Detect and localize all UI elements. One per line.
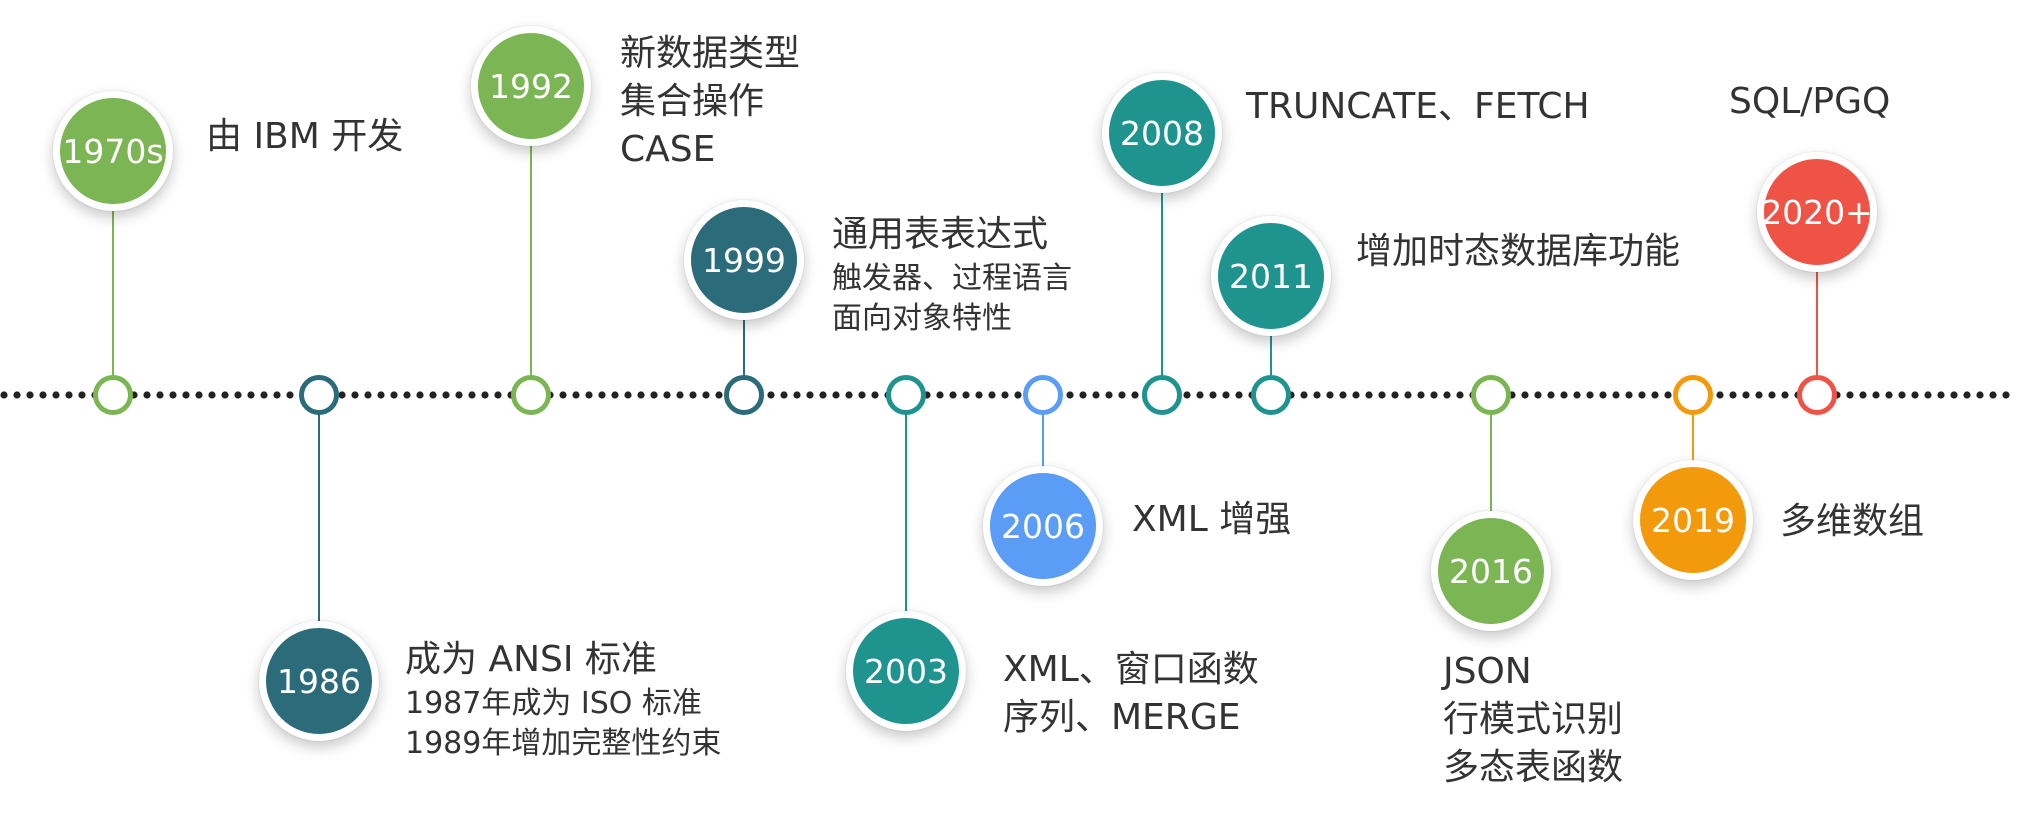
description-line: XML、窗口函数 <box>1003 649 1259 690</box>
event-description-2016: JSON 行模式识别多态表函数 <box>1443 648 1623 792</box>
year-label: 2003 <box>864 651 948 691</box>
description-line: SQL/PGQ <box>1729 81 1891 122</box>
year-bubble-1970s: 1970s <box>53 91 173 211</box>
description-line: 新数据类型 <box>620 33 801 74</box>
description-line: 集合操作 <box>620 81 765 122</box>
description-line: 序列、MERGE <box>1003 697 1241 738</box>
year-label: 2016 <box>1449 551 1533 591</box>
year-label: 1970s <box>62 131 164 171</box>
description-line: 由 IBM 开发 <box>206 116 404 157</box>
description-line: 多维数组 <box>1780 501 1925 542</box>
description-line: JSON <box>1443 651 1532 692</box>
axis-marker-2008 <box>1142 375 1182 415</box>
axis-marker-2016 <box>1471 375 1511 415</box>
axis-marker-1986 <box>299 375 339 415</box>
year-label: 1999 <box>702 240 786 280</box>
year-bubble-2006: 2006 <box>983 466 1103 586</box>
event-description-1999: 通用表表达式触发器、过程语言面向对象特性 <box>832 211 1072 339</box>
description-line: 触发器、过程语言 <box>832 261 1072 296</box>
year-label: 2011 <box>1229 256 1313 296</box>
description-line: 成为 ANSI 标准 <box>405 639 657 680</box>
year-label: 2019 <box>1651 500 1735 540</box>
year-label: 1986 <box>277 661 361 701</box>
year-label: 2008 <box>1120 113 1204 153</box>
event-description-1970s: 由 IBM 开发 <box>206 113 403 161</box>
axis-marker-1992 <box>511 375 551 415</box>
axis-marker-2011 <box>1251 375 1291 415</box>
event-description-2006: XML 增强 <box>1132 496 1291 544</box>
year-bubble-1986: 1986 <box>259 621 379 741</box>
axis-marker-1999 <box>724 375 764 415</box>
description-line: XML 增强 <box>1132 499 1292 540</box>
axis-marker-1970s <box>93 375 133 415</box>
description-line: 1989年增加完整性约束 <box>405 726 722 761</box>
year-bubble-1992: 1992 <box>471 26 591 146</box>
year-bubble-2016: 2016 <box>1431 511 1551 631</box>
description-line: 1987年成为 ISO 标准 <box>405 686 702 721</box>
description-line: TRUNCATE、FETCH <box>1246 86 1590 127</box>
year-bubble-2011: 2011 <box>1211 216 1331 336</box>
event-description-2003: XML、窗口函数序列、MERGE <box>1003 646 1259 742</box>
year-label: 2006 <box>1001 506 1085 546</box>
axis-marker-2006 <box>1023 375 1063 415</box>
event-description-1986: 成为 ANSI 标准 1987年成为 ISO 标准 1989年增加完整性约束 <box>405 636 721 764</box>
year-bubble-2008: 2008 <box>1102 73 1222 193</box>
axis-marker-2003 <box>886 375 926 415</box>
description-line: 通用表表达式 <box>832 214 1049 255</box>
description-line: 多态表函数 <box>1443 747 1624 788</box>
year-label: 2020+ <box>1761 192 1873 232</box>
year-bubble-2020+: 2020+ <box>1757 152 1877 272</box>
year-bubble-1999: 1999 <box>684 200 804 320</box>
description-line: 面向对象特性 <box>832 301 1012 336</box>
description-line: 增加时态数据库功能 <box>1356 231 1681 272</box>
year-bubble-2003: 2003 <box>846 611 966 731</box>
event-description-1992: 新数据类型集合操作 CASE <box>620 30 800 174</box>
axis-marker-2020+ <box>1797 375 1837 415</box>
year-label: 1992 <box>489 66 573 106</box>
description-line: CASE <box>620 129 716 170</box>
event-description-2019: 多维数组 <box>1780 498 1924 546</box>
event-description-2011: 增加时态数据库功能 <box>1356 228 1680 276</box>
description-line: 行模式识别 <box>1443 699 1624 740</box>
event-description-2008: TRUNCATE、FETCH <box>1246 83 1590 131</box>
event-description-2020+: SQL/PGQ <box>1729 78 1890 126</box>
axis-marker-2019 <box>1673 375 1713 415</box>
year-bubble-2019: 2019 <box>1633 460 1753 580</box>
